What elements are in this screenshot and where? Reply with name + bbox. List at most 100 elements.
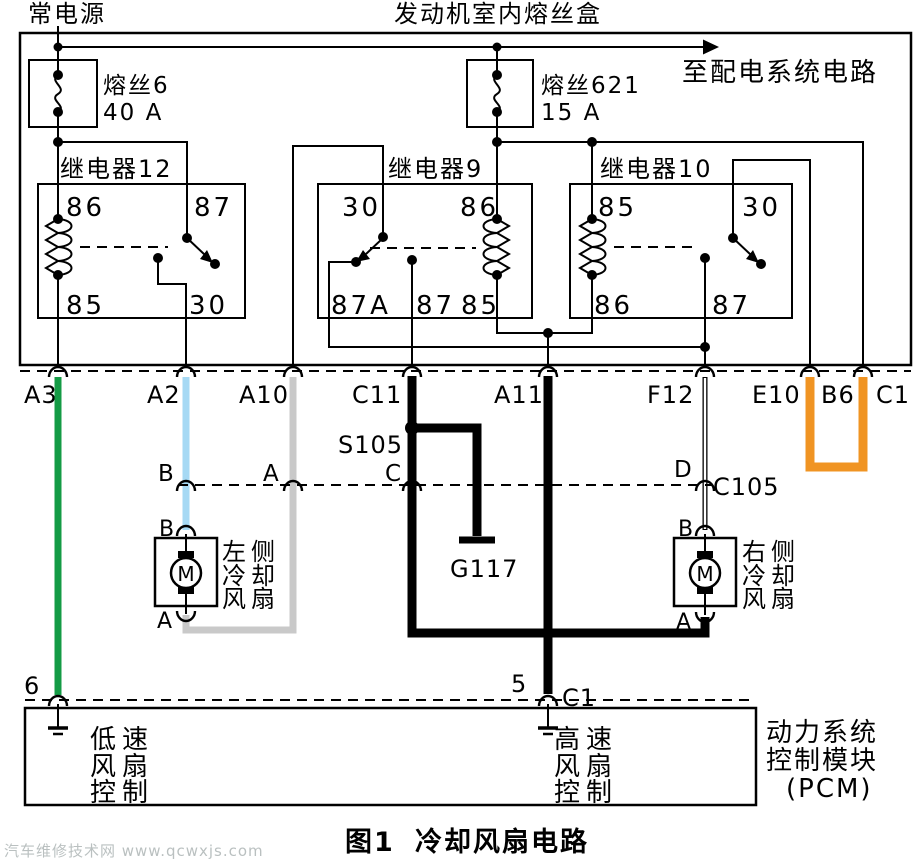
relay10-coil-icon	[591, 218, 607, 276]
connector-glyph-rightfan-a	[694, 611, 716, 624]
terminal-c1-label: C1	[876, 381, 910, 409]
relay12-pin-86: 86	[66, 193, 105, 223]
connector-row1: A3 A2 A10 C11 A11 F12 E10 B6 C1	[20, 370, 911, 409]
terminal-a11-label: A11	[494, 381, 544, 409]
pcm-high-line3: 控制	[554, 778, 618, 808]
connector-glyph-leftfan-a	[175, 610, 197, 623]
power-source-label: 常电源	[28, 0, 106, 28]
relay9-pin-87a: 87A	[331, 291, 391, 321]
connector-glyph-pcm-5	[537, 694, 559, 707]
left-cooling-fan: M B A 左侧 冷却 风扇	[153, 517, 280, 634]
right-fan-name-line2: 冷却	[742, 562, 800, 590]
fuse621: 熔丝621 15 A	[466, 47, 641, 128]
wire-c11-black	[407, 376, 710, 638]
coil-dot	[492, 214, 502, 224]
relay12-pin-87: 87	[194, 193, 233, 223]
coil-dot	[587, 270, 597, 280]
connector-glyphs	[47, 365, 874, 707]
fuse621-rating: 15 A	[541, 100, 601, 126]
coil-dot	[53, 214, 63, 224]
connector-glyph-c11	[401, 365, 423, 378]
pcm-name-line1: 动力系统	[766, 718, 878, 748]
relay12-coil-icon	[57, 218, 73, 276]
wire-e10-b6-orange	[805, 377, 868, 472]
connector-glyph-leftfan-b	[175, 524, 197, 537]
connector-glyph-e10	[799, 365, 821, 378]
relay10-box	[569, 183, 793, 319]
connector-glyph-f12	[694, 365, 716, 378]
terminal-a2-label: A2	[147, 381, 181, 409]
relay10-30-feed-wire	[732, 159, 811, 366]
relay9-85-relay10-86-wire	[496, 275, 593, 334]
relay12-pin-30: 30	[189, 291, 228, 321]
relay12-box	[37, 183, 246, 319]
pcm-high-line1: 高速	[554, 725, 618, 755]
junction-dot	[53, 42, 63, 52]
connector-glyph-a2	[175, 365, 197, 378]
relay9-pin-86: 86	[460, 193, 499, 223]
relay9-30-feed-wire	[292, 145, 384, 366]
fuse621-element-icon	[493, 74, 501, 113]
pcm-name-line3: (PCM)	[786, 774, 873, 804]
relay12-30-output-wire	[157, 258, 187, 368]
relay10-switch-blade	[732, 237, 752, 256]
relay12-switch-arrow-icon	[200, 250, 213, 263]
pcm-low-driver-icon	[48, 704, 68, 736]
right-cooling-fan: M B A 右侧 冷却 风扇	[672, 517, 800, 635]
fuse6-top-dot	[53, 70, 63, 80]
pcm-pin5-label: 5	[511, 670, 527, 698]
coil-dot	[587, 214, 597, 224]
relay12-switch-blade	[186, 237, 206, 256]
pcm-name-line2: 控制模块	[766, 746, 878, 776]
fuse621-branch-wire	[497, 141, 864, 366]
motor-terminal	[697, 551, 713, 558]
relay12-pin-85: 85	[66, 291, 105, 321]
left-fan-pin-b-label: B	[159, 517, 174, 542]
splice-s105-dot	[405, 421, 419, 435]
wire-a10-gray	[182, 377, 297, 634]
relay9-box	[317, 183, 533, 319]
connector-glyph-c105-d	[694, 479, 716, 492]
relay9-87a-output-wire	[328, 261, 705, 348]
c105-pin-c-label: C	[385, 461, 403, 487]
relay10-name: 继电器10	[600, 155, 713, 183]
terminal-c11-label: C11	[352, 381, 402, 409]
c105-pin-d-label: D	[674, 457, 694, 483]
fuse621-name: 熔丝621	[541, 73, 641, 99]
fuse6-name: 熔丝6	[103, 73, 170, 99]
relay9-pin-30: 30	[342, 193, 381, 223]
relay10-thrown-contact-dot	[756, 259, 766, 269]
motor-terminal	[178, 551, 194, 558]
to-distribution-label: 至配电系统电路	[682, 58, 878, 88]
pcm-high-driver-icon	[538, 704, 558, 736]
relay9-pin-87: 87	[416, 291, 455, 321]
relay12-87-feed-wire	[58, 141, 188, 238]
left-fan-pin-a-label: A	[157, 609, 172, 634]
relay9: 继电器9 30 86 87A 87 85	[292, 145, 705, 368]
connector-glyph-pcm-6	[47, 694, 69, 707]
left-fan-name-line3: 风扇	[222, 585, 280, 613]
pcm-box	[23, 706, 758, 807]
fuse6-element-icon	[54, 74, 62, 113]
left-fan-name-line1: 左侧	[222, 538, 280, 566]
caption-fig: 图1	[345, 827, 395, 858]
pcm-low-line1: 低速	[90, 725, 154, 755]
right-fan-motor-icon	[688, 556, 722, 590]
engine-fusebox: 至配电系统电路 熔丝6 40 A 熔丝621 15 A	[18, 26, 913, 368]
relay10-switch-arrow-icon	[746, 250, 759, 263]
relay10-pin-85: 85	[598, 193, 637, 223]
right-fan-name-line1: 右侧	[742, 538, 800, 566]
left-fan-motor-icon	[169, 556, 203, 590]
relay12-coil-resistor-icon	[44, 218, 60, 276]
relay12: 继电器12 86 87 85 30	[37, 155, 246, 368]
connector-glyph-a11	[537, 365, 559, 378]
fusebox-rect	[18, 31, 913, 367]
motor-terminal	[178, 587, 194, 594]
connector-glyph-c105-c	[401, 479, 423, 492]
terminal-a3-label: A3	[24, 381, 58, 409]
splice-s105-label: S105	[338, 431, 403, 459]
pcm-low-line3: 控制	[90, 778, 154, 808]
fusebox-title: 发动机室内熔丝盒	[394, 0, 602, 28]
